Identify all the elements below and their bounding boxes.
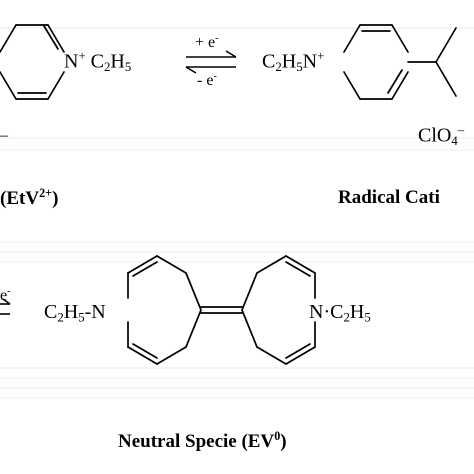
- nitrogen-label: N: [309, 301, 324, 323]
- neutral-species-name-label: Neutral Specie (EV0): [118, 430, 287, 451]
- nitrogen-label: N: [302, 50, 318, 73]
- neutral-left-ethyl-n: C2H5-N: [44, 302, 106, 324]
- radical-cation-name-label: Radical Cati: [338, 187, 440, 208]
- ethyl-carbon: C: [330, 301, 344, 323]
- forward-electron-charge: -: [215, 33, 219, 44]
- ethyl-hydrogen: H: [110, 50, 125, 73]
- ethyl-carbon: C: [44, 301, 58, 323]
- ethyl-hydrogen-count: 5: [364, 310, 371, 325]
- dication-name-close: ): [52, 188, 59, 210]
- neutral-right-n-ethyl: N·C2H5: [309, 302, 371, 324]
- ethyl-hydrogen: H: [281, 50, 297, 73]
- bottom-arrow-label: e-: [0, 286, 11, 304]
- dication-name-label: (EtV2+): [0, 187, 58, 208]
- single-bond-dash: -: [84, 301, 92, 323]
- perchlorate-oxygen-count: 4: [451, 134, 458, 148]
- ethyl-carbon-count: 2: [104, 60, 111, 74]
- nitrogen-label: N: [91, 301, 106, 323]
- reverse-arrow-label: - e-: [197, 71, 217, 89]
- dication-name-text: (EtV: [0, 188, 40, 210]
- positive-charge: +: [317, 49, 325, 63]
- bond-dot: ·: [323, 301, 331, 323]
- ethyl-carbon: C: [262, 50, 276, 73]
- perchlorate-charge: –: [457, 123, 465, 137]
- ethyl-carbon: C: [90, 50, 105, 73]
- ethyl-carbon-count: 2: [57, 310, 64, 325]
- forward-arrow-label: + e-: [195, 33, 219, 51]
- neutral-name-superscript: 0: [274, 429, 281, 443]
- bottom-electron-charge: -: [7, 286, 11, 297]
- nitrogen-label: N: [64, 50, 79, 73]
- forward-electron-text: + e: [195, 33, 216, 51]
- ethyl-hydrogen-count: 5: [78, 310, 85, 325]
- neutral-name-close: ): [280, 431, 287, 453]
- ethyl-carbon-count: 2: [275, 60, 282, 74]
- top-right-ethyl-n-plus: C2H5N+: [262, 50, 324, 74]
- neutral-viologen-rings: [127, 255, 316, 365]
- dication-name-charge: 2+: [39, 186, 53, 200]
- top-right-pyridinium-ring: [343, 24, 457, 100]
- neutral-name-text: Neutral Specie (EV: [118, 431, 275, 453]
- ethyl-hydrogen: H: [63, 301, 79, 323]
- background-rules: [0, 27, 474, 399]
- top-left-pyridinium-ring: [0, 24, 65, 100]
- perchlorate-counter-ion: ClO4–: [418, 124, 464, 148]
- reverse-electron-charge: -: [213, 71, 217, 82]
- ethyl-carbon-count: 2: [343, 310, 350, 325]
- perchlorate-text: ClO: [418, 124, 452, 147]
- bottom-electron-text: e: [0, 286, 8, 304]
- ethyl-hydrogen: H: [349, 301, 365, 323]
- top-left-n-plus-ethyl: N+ C2H5: [64, 50, 131, 74]
- ethyl-hydrogen-count: 5: [124, 60, 132, 74]
- reverse-electron-text: - e: [197, 71, 214, 89]
- top-equilibrium-arrows: [185, 50, 237, 74]
- bottom-equilibrium-arrows: [0, 298, 11, 315]
- top-left-counter-ion: –: [0, 127, 8, 144]
- positive-charge: +: [78, 49, 86, 63]
- ethyl-hydrogen-count: 5: [296, 60, 303, 74]
